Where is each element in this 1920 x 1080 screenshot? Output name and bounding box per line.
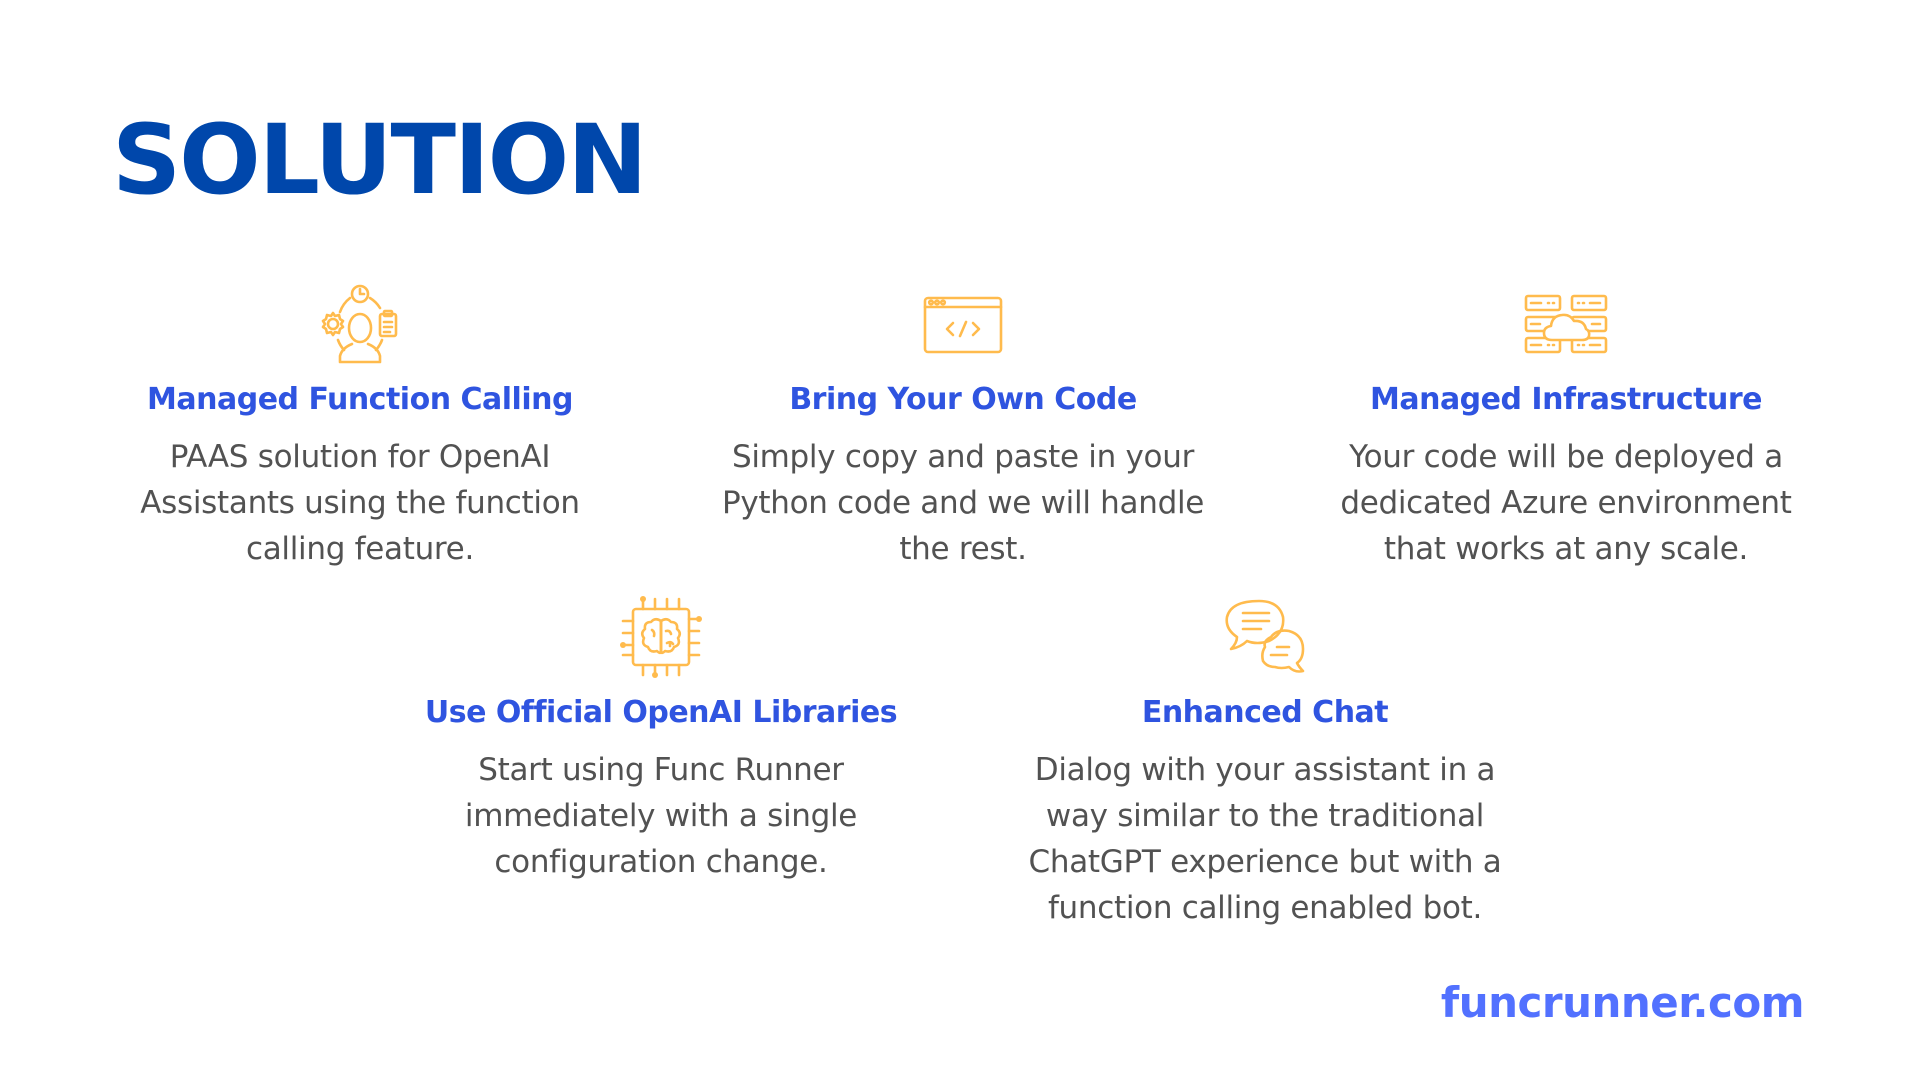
feature-description: PAAS solution for OpenAI Assistants usin… — [80, 434, 640, 572]
person-workflow-icon — [318, 282, 402, 366]
feature-heading: Managed Infrastructure — [1369, 382, 1763, 417]
feature-description: Start using Func Runner immediately with… — [381, 747, 941, 885]
website-link[interactable]: funcrunner.com — [1440, 978, 1805, 1027]
feature-heading: Use Official OpenAI Libraries — [424, 695, 898, 730]
description-line: function calling enabled bot. — [1047, 890, 1483, 926]
description-line: Simply copy and paste in your — [731, 439, 1195, 475]
feature-description: Dialog with your assistant in a way simi… — [985, 747, 1545, 931]
feature-description: Simply copy and paste in your Python cod… — [683, 434, 1243, 572]
description-line: Dialog with your assistant in a — [1034, 752, 1496, 788]
feature-managed-function-calling: Managed Function Calling PAAS solution f… — [80, 282, 640, 572]
description-line: Python code and we will handle — [721, 485, 1205, 521]
feature-official-openai-libraries: Use Official OpenAI Libraries Start usin… — [381, 595, 941, 885]
description-line: ChatGPT experience but with a — [1028, 844, 1502, 880]
description-line: calling feature. — [245, 531, 475, 567]
feature-heading: Managed Function Calling — [147, 382, 573, 417]
feature-description: Your code will be deployed a dedicated A… — [1286, 434, 1846, 572]
feature-enhanced-chat: Enhanced Chat Dialog with your assistant… — [985, 595, 1545, 931]
description-line: Your code will be deployed a — [1349, 439, 1783, 475]
feature-heading: Bring Your Own Code — [789, 382, 1137, 417]
description-line: that works at any scale. — [1383, 531, 1749, 567]
description-line: Assistants using the function — [140, 485, 580, 521]
feature-managed-infrastructure: Managed Infrastructure Your code will be… — [1286, 282, 1846, 572]
description-line: Start using Func Runner — [478, 752, 844, 788]
feature-bring-your-own-code: Bring Your Own Code Simply copy and past… — [683, 282, 1243, 572]
code-window-icon — [921, 282, 1005, 366]
description-line: PAAS solution for OpenAI — [169, 439, 551, 475]
chat-bubbles-icon — [1223, 595, 1307, 679]
description-line: immediately with a single — [464, 798, 858, 834]
feature-heading: Enhanced Chat — [1141, 695, 1389, 730]
cloud-servers-icon — [1524, 282, 1608, 366]
description-line: the rest. — [899, 531, 1027, 567]
ai-brain-chip-icon — [619, 595, 703, 679]
description-line: dedicated Azure environment — [1340, 485, 1792, 521]
page-title: SOLUTION — [112, 104, 648, 216]
description-line: way similar to the traditional — [1045, 798, 1485, 834]
description-line: configuration change. — [494, 844, 828, 880]
